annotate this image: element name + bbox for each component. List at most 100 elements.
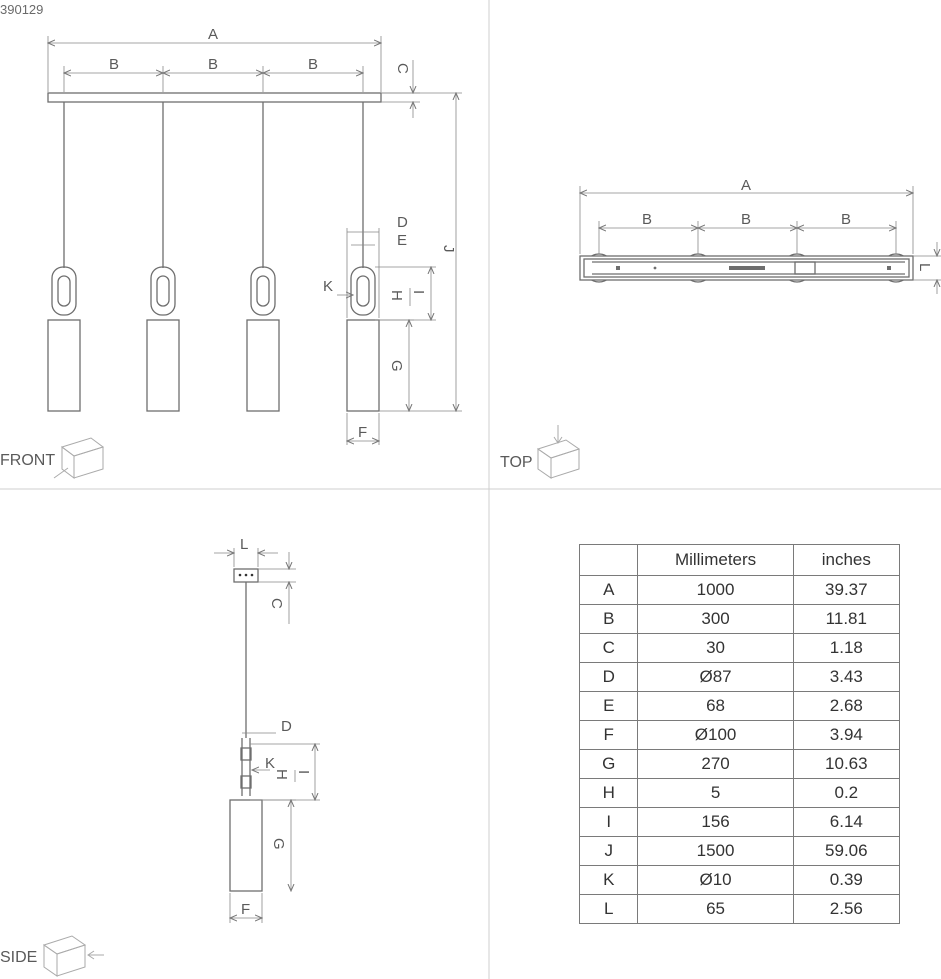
row-mm: Ø10 [637,865,794,895]
dim-label-b: B [741,211,751,228]
pendant-2 [146,102,180,412]
top-view-label: TOP [500,454,533,471]
row-letter: B [578,604,639,634]
dim-label-c: C [394,63,411,74]
row-mm: Ø87 [637,662,794,692]
dim-label-b: B [642,211,652,228]
table-header-row: Millimeters inches [578,544,901,576]
row-letter: H [578,778,639,808]
side-view [229,568,263,892]
dim-label-b: B [308,56,318,73]
row-letter: K [578,865,639,895]
top-dimensions [580,186,941,294]
row-mm: 300 [637,604,794,634]
dim-label-k: K [323,278,333,295]
row-mm: 5 [637,778,794,808]
dim-label-f: F [241,901,250,918]
product-code: 390129 [0,2,43,17]
dim-label-e: E [397,232,407,249]
dim-label-b: B [208,56,218,73]
row-letter: L [578,894,639,924]
dim-label-g: G [270,838,287,850]
pendant-1 [47,102,81,412]
row-letter: F [578,720,639,750]
table-header-letter [578,544,639,576]
front-dimensions [48,36,462,445]
row-letter: E [578,691,639,721]
row-inches: 2.56 [792,894,901,924]
dim-label-b: B [109,56,119,73]
top-view-detail-marks [616,266,891,270]
row-letter: I [578,807,639,837]
dim-label-i: I [295,770,312,774]
dim-label-d: D [281,718,292,735]
dim-label-h: H [388,290,405,301]
row-mm: 1000 [637,575,794,605]
dim-label-a: A [208,26,218,43]
row-letter: J [578,836,639,866]
row-letter: D [578,662,639,692]
side-cube-icon [42,935,104,977]
row-mm: 65 [637,894,794,924]
row-inches: 3.94 [792,720,901,750]
row-inches: 10.63 [792,749,901,779]
row-inches: 39.37 [792,575,901,605]
front-dimension-labels: A B B B C J D E H I K G F [109,26,457,441]
dim-label-d: D [397,214,408,231]
dim-label-i: I [410,290,427,294]
table-header-mm: Millimeters [637,544,794,576]
row-inches: 1.18 [792,633,901,663]
dim-label-j: J [440,245,457,253]
dim-label-k: K [265,755,275,772]
front-cube-icon [53,437,105,479]
row-inches: 11.81 [792,604,901,634]
row-mm: 68 [637,691,794,721]
row-letter: A [578,575,639,605]
side-view-label: SIDE [0,949,37,966]
row-inches: 2.68 [792,691,901,721]
dim-label-l: L [916,263,933,271]
top-dimension-labels: A B B B L [642,177,933,271]
row-mm: Ø100 [637,720,794,750]
row-inches: 59.06 [792,836,901,866]
side-dimensions [214,548,320,923]
row-letter: G [578,749,639,779]
pendant-4 [346,102,380,412]
table-header-inches: inches [792,544,901,576]
dim-label-a: A [741,177,751,194]
front-view [47,92,382,412]
dim-label-l: L [240,536,248,553]
side-canopy-dots [238,573,254,577]
row-mm: 270 [637,749,794,779]
row-mm: 30 [637,633,794,663]
pendant-3 [246,102,280,412]
row-inches: 0.39 [792,865,901,895]
front-view-label: FRONT [0,452,55,469]
row-letter: C [578,633,639,663]
row-mm: 156 [637,807,794,837]
dim-label-c: C [268,598,285,609]
top-cube-icon [536,425,581,479]
dim-label-h: H [273,769,290,780]
row-inches: 3.43 [792,662,901,692]
dim-label-f: F [358,424,367,441]
ceiling-bar [47,92,382,103]
dim-label-b: B [841,211,851,228]
row-inches: 6.14 [792,807,901,837]
side-dimension-labels: L C D K H I G F [240,536,312,918]
